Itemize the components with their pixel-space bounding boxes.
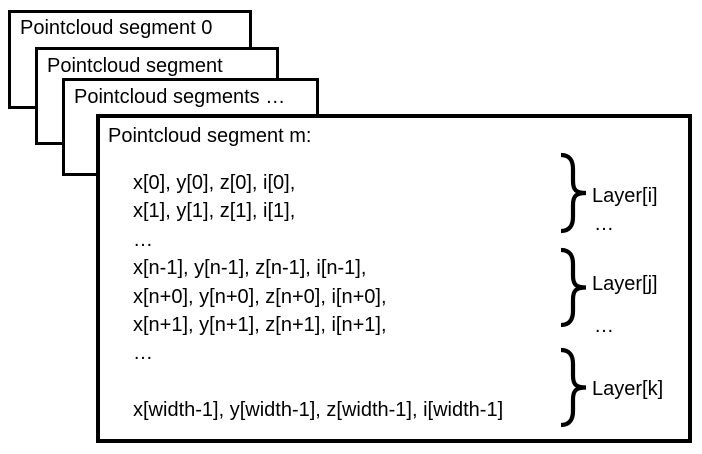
data-line: x[n+0], y[n+0], z[n+0], i[n+0], bbox=[133, 285, 387, 308]
pointcloud-segment-box-m: Pointcloud segment m: x[0], y[0], z[0], … bbox=[96, 114, 692, 443]
data-line: x[0], y[0], z[0], i[0], bbox=[133, 172, 296, 194]
data-line: … bbox=[133, 342, 153, 365]
curly-brace-icon bbox=[560, 152, 587, 234]
layer-label-i: Layer[i] bbox=[592, 185, 658, 207]
layer-label-k: Layer[k] bbox=[592, 378, 664, 400]
segment-title: Pointcloud segments … bbox=[74, 86, 286, 108]
segment-title: Pointcloud segment 0 bbox=[20, 17, 213, 39]
curly-brace-icon bbox=[560, 247, 587, 328]
data-line: x[width-1], y[width-1], z[width-1], i[wi… bbox=[133, 399, 504, 422]
data-line: x[n-1], y[n-1], z[n-1], i[n-1], bbox=[133, 257, 367, 280]
data-line: x[n+1], y[n+1], z[n+1], i[n+1], bbox=[133, 313, 387, 336]
data-line: x[1], y[1], z[1], i[1], bbox=[133, 200, 296, 223]
layer-label-j: Layer[j] bbox=[592, 273, 658, 295]
data-line bbox=[133, 368, 503, 396]
layer-more-ellipsis: … bbox=[594, 315, 614, 337]
segment-data-lines: x[0], y[0], z[0], i[0], x[1], y[1], z[1]… bbox=[133, 169, 503, 425]
curly-brace-icon bbox=[560, 347, 587, 428]
segment-title: Pointcloud segment m: bbox=[108, 125, 312, 147]
layer-more-ellipsis: … bbox=[594, 213, 614, 235]
segment-title: Pointcloud segment bbox=[47, 55, 223, 77]
data-line: … bbox=[133, 228, 153, 251]
